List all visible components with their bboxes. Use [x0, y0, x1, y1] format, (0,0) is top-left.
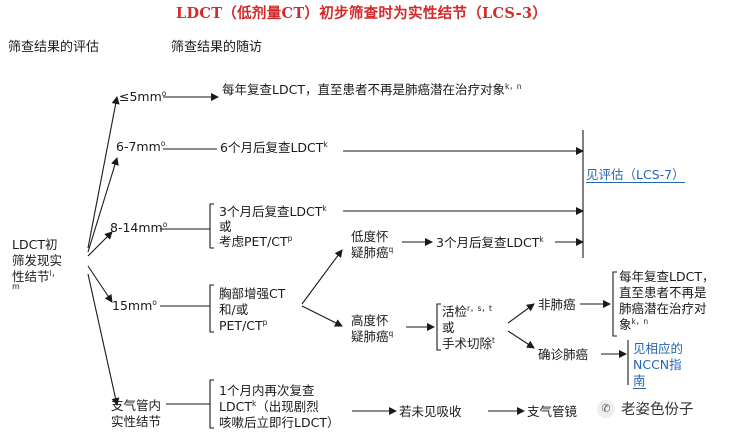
action-biopsy-line3-text: 手术切除 — [442, 336, 493, 351]
action-airway-line2: LDCTk（出现剧烈 — [219, 399, 319, 414]
node-confirmed-cancer: 确诊肺癌 — [538, 347, 589, 362]
action-noncancer-line1: 每年复查LDCT， — [619, 269, 715, 284]
branch-6-7mm: 6-7mmo — [116, 139, 165, 154]
action-annual-ldct-sup: k，n — [504, 81, 522, 91]
header-evaluation: 筛查结果的评估 — [8, 40, 100, 55]
action-noncancer-line4-text: 象 — [619, 317, 632, 332]
watermark-text: 老姿色份子 — [621, 402, 694, 418]
action-6month-ldct: 6个月后复查LDCTk — [220, 140, 328, 155]
root-node-line1: LDCT初 — [12, 237, 58, 252]
action-8-14-line2: 或 — [219, 219, 232, 234]
branch-8-14mm-label: 8-14mm — [110, 220, 163, 235]
action-biopsy-line3: 手术切除t — [442, 336, 495, 351]
node-not-absorbed: 若未见吸收 — [399, 404, 462, 419]
action-8-14-line1: 3个月后复查LDCTk — [219, 204, 327, 219]
root-node-line3: 性结节l， — [12, 269, 59, 284]
action-annual-ldct: 每年复查LDCT，直至患者不再是肺癌潜在治疗对象k，n — [222, 82, 522, 97]
action-biopsy-line2: 或 — [442, 320, 455, 335]
action-8-14-line3: 考虑PET/CTp — [219, 234, 292, 249]
action-biopsy-line3-sup: t — [492, 335, 495, 345]
branch-8-14mm: 8-14mmo — [110, 220, 167, 235]
bracket-noncancer — [612, 271, 617, 337]
action-noncancer-line2: 直至患者不再是 — [619, 285, 707, 300]
branch-15mm-label: 15mm — [112, 298, 153, 313]
action-15mm-line3-sup: p — [262, 317, 268, 327]
link-nccn-line1[interactable]: 见相应的 — [633, 341, 684, 356]
root-node-sup2: m — [12, 282, 20, 291]
node-high-suspicion-line2-text: 疑肺癌 — [351, 329, 389, 344]
node-bronchoscopy: 支气管镜 — [527, 404, 578, 419]
action-8-14-line3-text: 考虑PET/CT — [219, 234, 288, 249]
action-low-3month-sup: k — [539, 234, 544, 244]
action-low-3month-text: 3个月后复查LDCT — [436, 235, 540, 250]
arrow-15-to-high — [301, 305, 343, 327]
fan-arrow-airway — [87, 273, 120, 406]
action-airway-line1: 1个月内再次复查 — [219, 383, 315, 398]
node-low-suspicion-line2-text: 疑肺癌 — [351, 245, 389, 260]
action-8-14-line1-text: 3个月后复查LDCT — [219, 204, 323, 219]
action-15mm-line3: PET/CTp — [219, 318, 267, 333]
branch-airway-line2: 实性结节 — [111, 414, 162, 429]
action-annual-ldct-text: 每年复查LDCT，直至患者不再是肺癌潜在治疗对象 — [222, 82, 505, 97]
action-noncancer-line4-sup: k，n — [631, 316, 649, 326]
node-low-suspicion-line1: 低度怀 — [351, 229, 389, 244]
branch-15mm-sup: o — [152, 297, 157, 307]
root-node-line2: 筛发现实 — [12, 253, 63, 268]
node-high-suspicion-line2: 疑肺癌q — [351, 329, 393, 344]
root-node-sup: l， — [49, 268, 60, 278]
chat-icon: ✆ — [597, 399, 615, 418]
arrow-biopsy-to-confirmed — [507, 330, 535, 349]
action-biopsy-line1-sup: r，s，t — [467, 303, 492, 313]
link-nccn-line2[interactable]: NCCN指 — [633, 357, 682, 372]
watermark: ✆ 老姿色份子 — [597, 398, 694, 419]
action-15mm-line3-text: PET/CT — [219, 318, 263, 333]
node-low-suspicion-sup: q — [388, 244, 394, 254]
branch-6-7mm-label: 6-7mm — [116, 139, 161, 154]
action-noncancer-line4: 象k，n — [619, 317, 648, 332]
fan-arrow-6-7 — [87, 157, 119, 253]
arrow-biopsy-to-noncancer — [507, 303, 535, 324]
node-high-suspicion-sup: q — [388, 328, 394, 338]
action-8-14-line1-sup: k — [322, 203, 327, 213]
action-biopsy-line1-text: 活检 — [442, 304, 468, 319]
branch-8-14mm-sup: o — [162, 219, 168, 229]
branch-le5mm-label: ≤5mm — [119, 89, 162, 104]
branch-15mm: 15mmo — [112, 298, 157, 313]
bracket-biopsy — [436, 303, 441, 351]
branch-le5mm-sup: o — [161, 88, 167, 98]
node-high-suspicion-line1: 高度怀 — [351, 313, 389, 328]
header-followup: 筛查结果的随访 — [171, 40, 263, 55]
branch-airway-line1: 支气管内 — [111, 398, 162, 413]
action-6month-ldct-text: 6个月后复查LDCT — [220, 140, 324, 155]
branch-6-7mm-sup: o — [160, 138, 166, 148]
node-non-cancer: 非肺癌 — [538, 297, 576, 312]
branch-le5mm: ≤5mmo — [119, 89, 166, 104]
action-biopsy-line1: 活检r，s，t — [442, 304, 492, 319]
node-low-suspicion-line2: 疑肺癌q — [351, 245, 393, 260]
action-8-14-line3-sup: p — [287, 233, 293, 243]
root-node-line3-text: 性结节 — [12, 269, 50, 284]
action-15mm-line2: 和/或 — [219, 302, 249, 317]
bracket-airway — [209, 379, 214, 429]
fan-arrow-le5 — [87, 96, 120, 249]
arrow-15-to-low — [301, 249, 343, 305]
fan-arrow-15 — [87, 265, 113, 303]
link-lcs7[interactable]: 见评估（LCS-7） — [586, 167, 685, 183]
link-nccn-line3[interactable]: 南 — [633, 373, 646, 389]
action-low-3month: 3个月后复查LDCTk — [436, 235, 544, 250]
fan-arrow-8-14 — [87, 231, 113, 257]
action-airway-line2-rest: （出现剧烈 — [256, 399, 319, 414]
action-airway-line2-sup: k — [251, 398, 257, 408]
action-airway-line3: 咳嗽后立即行LDCT） — [219, 415, 340, 430]
page-title: LDCT（低剂量CT）初步筛查时为实性结节（LCS-3） — [176, 5, 548, 22]
bracket-8-14 — [209, 203, 214, 249]
action-noncancer-line3: 肺癌潜在治疗对 — [619, 301, 707, 316]
action-airway-line2-text: LDCT — [219, 399, 252, 414]
action-6month-ldct-sup: k — [323, 139, 328, 149]
bracket-15mm — [209, 284, 214, 333]
action-15mm-line1: 胸部增强CT — [219, 286, 286, 301]
